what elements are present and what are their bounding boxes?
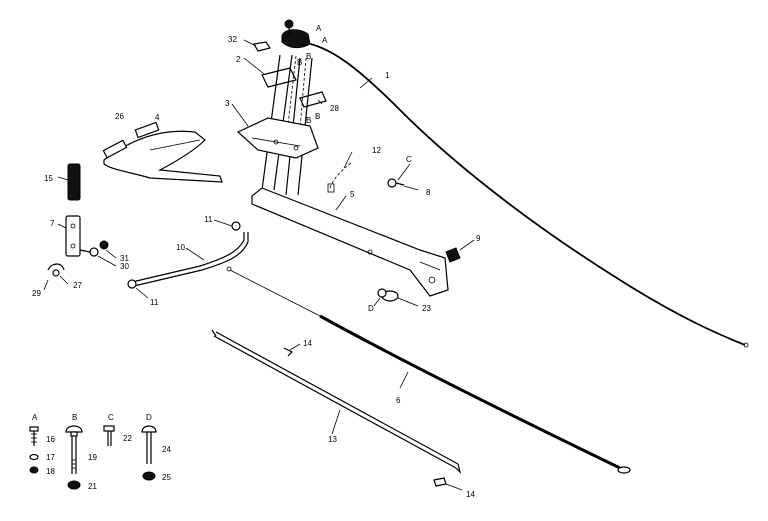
part-31-nut [99, 240, 109, 250]
callout-b3: B [306, 116, 311, 125]
callout-b2: B [306, 52, 311, 61]
cable-end-1 [743, 342, 749, 348]
hardware-legend: A B C D 16 17 18 19 21 [29, 413, 171, 491]
bolt-c-22 [103, 425, 115, 446]
callout-14b: 14 [466, 490, 475, 499]
legend-num-19: 19 [88, 453, 97, 462]
callout-29: 29 [32, 289, 41, 298]
callout-30: 30 [120, 262, 129, 271]
callout-a-top: A [316, 24, 322, 33]
callout-27: 27 [73, 281, 82, 290]
part-32-plate [253, 41, 271, 52]
callout-6: 6 [396, 396, 401, 405]
washer-17 [29, 453, 39, 461]
callout-10: 10 [176, 243, 185, 252]
callout-14a: 14 [303, 339, 312, 348]
part-15-pad [67, 163, 81, 201]
part-10-rod [131, 232, 245, 283]
part-6-cable [319, 314, 621, 470]
callout-32: 32 [228, 35, 237, 44]
part-27-clip [47, 263, 65, 271]
part-29-pin [52, 269, 60, 277]
callout-7: 7 [50, 219, 55, 228]
callout-28: 28 [330, 104, 339, 113]
nut-21 [67, 480, 81, 490]
part-14-clip-top [283, 347, 294, 357]
nut-25 [142, 471, 156, 481]
shift-knob-assembly [281, 19, 311, 49]
legend-letter-b: B [72, 413, 77, 422]
part-6-cable-end [617, 466, 631, 474]
legend-letter-d: D [146, 413, 152, 422]
part-14-clip-bottom [433, 477, 447, 487]
part-12-spring [329, 161, 353, 189]
callout-d1: D [368, 304, 374, 313]
part-6-cable-thin [229, 269, 321, 317]
callout-9: 9 [476, 234, 481, 243]
bolt-a-16 [29, 426, 39, 446]
part-5-arm [251, 187, 449, 297]
callout-23: 23 [422, 304, 431, 313]
callout-8: 8 [426, 188, 431, 197]
part-9-nut [445, 247, 461, 263]
callout-15: 15 [44, 174, 53, 183]
legend-num-21: 21 [88, 482, 97, 491]
part-2-plate [261, 67, 297, 88]
legend-letter-c: C [108, 413, 114, 422]
part-13-rod [213, 335, 457, 469]
callout-26: 26 [115, 112, 124, 121]
callout-2: 2 [236, 55, 241, 64]
callout-labels: A A 32 1 2 B B 28 3 B B 26 4 12 C 8 15 5… [32, 24, 481, 499]
legend-num-16: 16 [46, 435, 55, 444]
legend-num-22: 22 [123, 434, 132, 443]
bolt-d-24 [141, 425, 157, 464]
callout-5: 5 [350, 190, 355, 199]
callout-13: 13 [328, 435, 337, 444]
part-26-grip [102, 139, 128, 159]
callout-c1: C [406, 155, 412, 164]
callout-a-top2: A [322, 36, 328, 45]
bolt-b-19 [65, 425, 83, 474]
part-11-bottom-bushing [127, 279, 137, 289]
part-4-lever [102, 121, 223, 183]
legend-num-18: 18 [46, 467, 55, 476]
legend-letter-a: A [32, 413, 38, 422]
legend-num-17: 17 [46, 453, 55, 462]
legend-num-25: 25 [162, 473, 171, 482]
callout-b1: B [297, 58, 302, 67]
callout-3: 3 [225, 99, 230, 108]
leader-lines [43, 39, 475, 491]
part-28-plate [299, 91, 327, 108]
part-7-link [65, 215, 81, 257]
callout-11a: 11 [204, 215, 213, 224]
callout-1: 1 [385, 71, 390, 80]
part-23-roller [377, 288, 399, 302]
part-8-bolt [387, 178, 405, 188]
callout-b4: B [315, 112, 320, 121]
callout-11b: 11 [150, 298, 159, 307]
legend-num-24: 24 [162, 445, 171, 454]
nut-18 [29, 466, 39, 474]
part-11-top-bushing [231, 221, 241, 231]
callout-31: 31 [120, 254, 129, 263]
part-30-washer [89, 247, 99, 257]
callout-12: 12 [372, 146, 381, 155]
callout-4: 4 [155, 113, 160, 122]
control-cable-1 [299, 41, 746, 346]
